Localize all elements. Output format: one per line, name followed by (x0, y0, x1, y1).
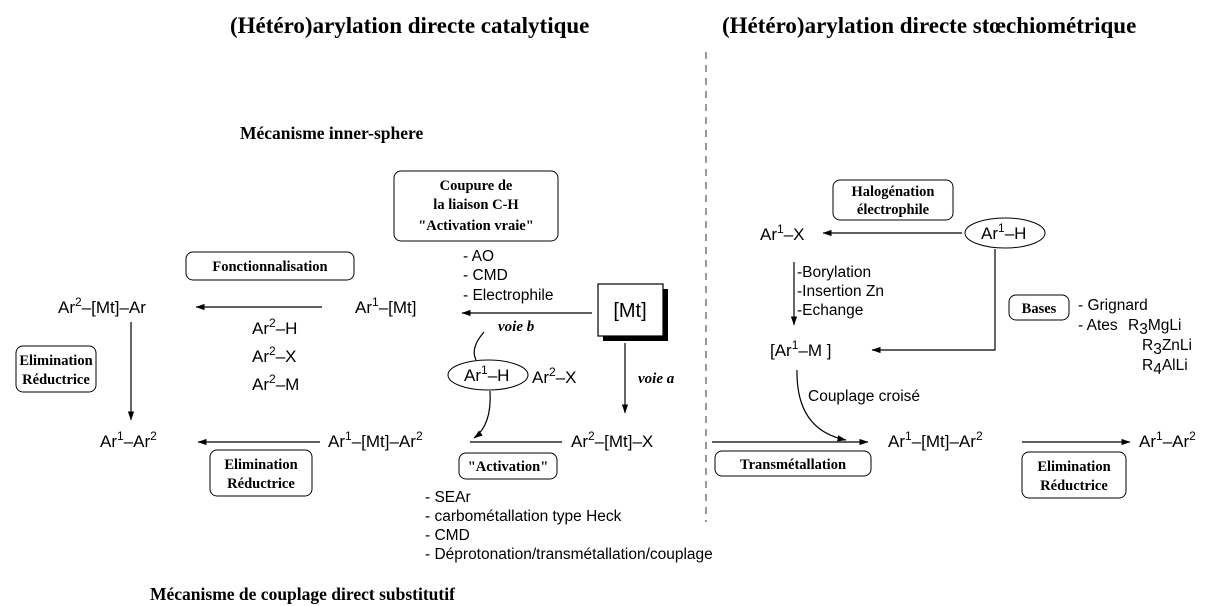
mt-box (597, 283, 664, 337)
ar1-h-ellipse-left (447, 359, 529, 391)
box-transmetallation (714, 450, 872, 477)
arrow-bases (871, 249, 996, 354)
ate-r3mgli: R3MgLi (1128, 317, 1181, 338)
reagent-ar1-h-left: Ar1–H (464, 363, 509, 385)
species-ar1-mt-ar2-right: Ar1–[Mt]–Ar2 (888, 429, 983, 451)
box-elimination-right (1021, 451, 1127, 499)
species-ar1-mt-ar2-left: Ar1–[Mt]–Ar2 (328, 429, 423, 451)
curve-voie-b (473, 331, 485, 361)
reagent-ar2-m: Ar2–M (252, 372, 299, 394)
mt-box-label: [Mt] (613, 300, 646, 322)
reagent-ar2-h: Ar2–H (252, 316, 297, 338)
reagent-ar1-h-right: Ar1–H (981, 221, 1026, 243)
voie-a-label: voie a (638, 371, 675, 387)
base-ates: - Ates (1078, 317, 1118, 334)
reagent-ar2-x: Ar2–X (252, 344, 296, 366)
heading-stoichiometric: (Hétéro)arylation directe stœchiométriqu… (722, 13, 1136, 38)
transmetallation-label: Transmétallation (740, 457, 846, 473)
route-2: -Insertion Zn (797, 283, 884, 300)
base-grignard: - Grignard (1078, 297, 1148, 314)
species-ar1-m: [Ar1–M ] (770, 338, 831, 360)
species-ar1-x: Ar1–X (760, 222, 804, 244)
elim-left-line-1: Elimination (19, 353, 92, 369)
heading-catalytic: (Hétéro)arylation directe catalytique (230, 13, 589, 38)
substitutive-mode-3: - CMD (425, 527, 470, 544)
elim-right-line-1: Elimination (1037, 459, 1110, 475)
curve-to-activation (473, 390, 491, 439)
ate-r4alli: R4AlLi (1142, 357, 1188, 378)
activation-mode-3: - Electrophile (463, 287, 553, 304)
species-ar1-mt: Ar1–[Mt] (355, 295, 416, 317)
activation-mode-2: - CMD (463, 267, 508, 284)
reagent-ar2-x-voie-a: Ar2–X (532, 365, 576, 387)
box-elimination-left (15, 345, 97, 393)
halogenation-line-2: électrophile (857, 202, 930, 218)
elim-bottom-line-2: Réductrice (227, 476, 295, 492)
box-fonctionnalisation (185, 251, 355, 281)
heading-inner-sphere: Mécanisme inner-sphere (240, 123, 423, 143)
substitutive-mode-1: - SEAr (425, 489, 471, 506)
coupure-line-1: Coupure de (440, 178, 513, 194)
curve-cross-coupling (796, 369, 847, 442)
product-ar1-ar2-left: Ar1–Ar2 (100, 429, 157, 451)
ar1-h-ellipse-right (964, 217, 1046, 249)
coupure-line-2: la liaison C-H (433, 197, 519, 213)
elim-bottom-line-1: Elimination (224, 457, 297, 473)
bases-label: Bases (1022, 301, 1057, 317)
activation-mode-1: - AO (463, 248, 494, 265)
substitutive-mode-4: - Déprotonation/transmétallation/couplag… (425, 546, 713, 563)
box-halogenation (832, 179, 954, 221)
box-bases (1008, 294, 1070, 321)
species-ar2-mt-x: Ar2–[Mt]–X (571, 429, 653, 451)
couplage-croise-label: Couplage croisé (808, 388, 920, 405)
product-ar1-ar2-right: Ar1–Ar2 (1139, 429, 1196, 451)
box-elimination-bottom (209, 449, 313, 497)
substitutive-mode-2: - carbométallation type Heck (425, 508, 622, 525)
route-3: -Echange (797, 302, 863, 319)
box-activation (458, 452, 558, 480)
heading-substitutive: Mécanisme de couplage direct substitutif (150, 584, 455, 604)
voie-b-label: voie b (498, 319, 535, 335)
fonctionnalisation-label: Fonctionnalisation (212, 259, 327, 275)
route-1: -Borylation (797, 264, 871, 281)
ate-r3znli: R3ZnLi (1142, 337, 1192, 358)
box-coupure (393, 170, 559, 242)
coupure-line-3: "Activation vraie" (418, 218, 534, 234)
species-ar2-mt-ar: Ar2–[Mt]–Ar (58, 295, 146, 317)
elim-right-line-2: Réductrice (1040, 478, 1108, 494)
elim-left-line-2: Réductrice (22, 372, 90, 388)
activation-label: "Activation" (468, 459, 549, 475)
halogenation-line-1: Halogénation (852, 184, 935, 200)
